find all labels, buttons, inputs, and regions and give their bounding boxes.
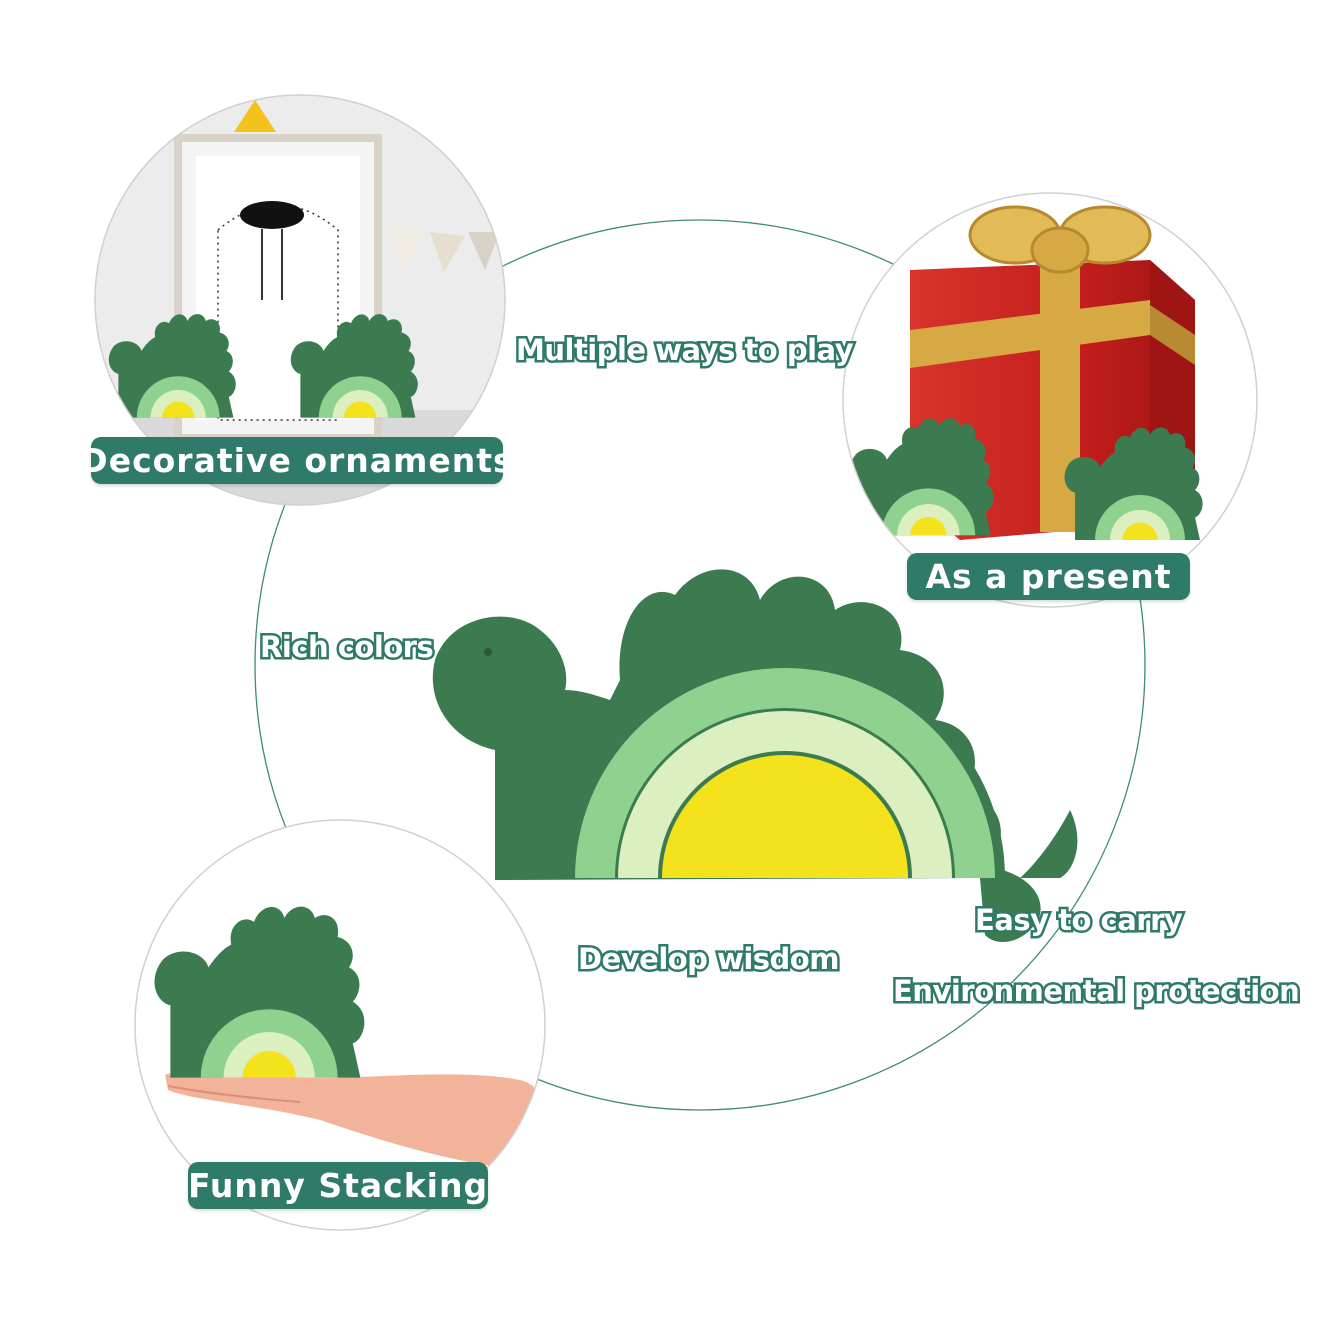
pill-as-a-present: As a present	[907, 553, 1190, 600]
label-environmental: Environmental protection	[890, 972, 1302, 1011]
label-easy-carry: Easy to carry	[972, 901, 1185, 940]
label-rich-colors: Rich colors	[257, 628, 436, 667]
label-develop-wisdom: Develop wisdom	[576, 940, 842, 979]
pill-decorative-ornaments: Decorative ornaments	[80, 437, 513, 484]
gift-scene	[843, 193, 1257, 607]
pill-funny-stacking: Funny Stacking	[188, 1162, 488, 1209]
background-ring	[254, 219, 1146, 1111]
dinosaur-stacker	[432, 569, 1078, 943]
label-multiple-ways: Multiple ways to play	[513, 331, 856, 370]
hand-scene	[135, 820, 545, 1230]
